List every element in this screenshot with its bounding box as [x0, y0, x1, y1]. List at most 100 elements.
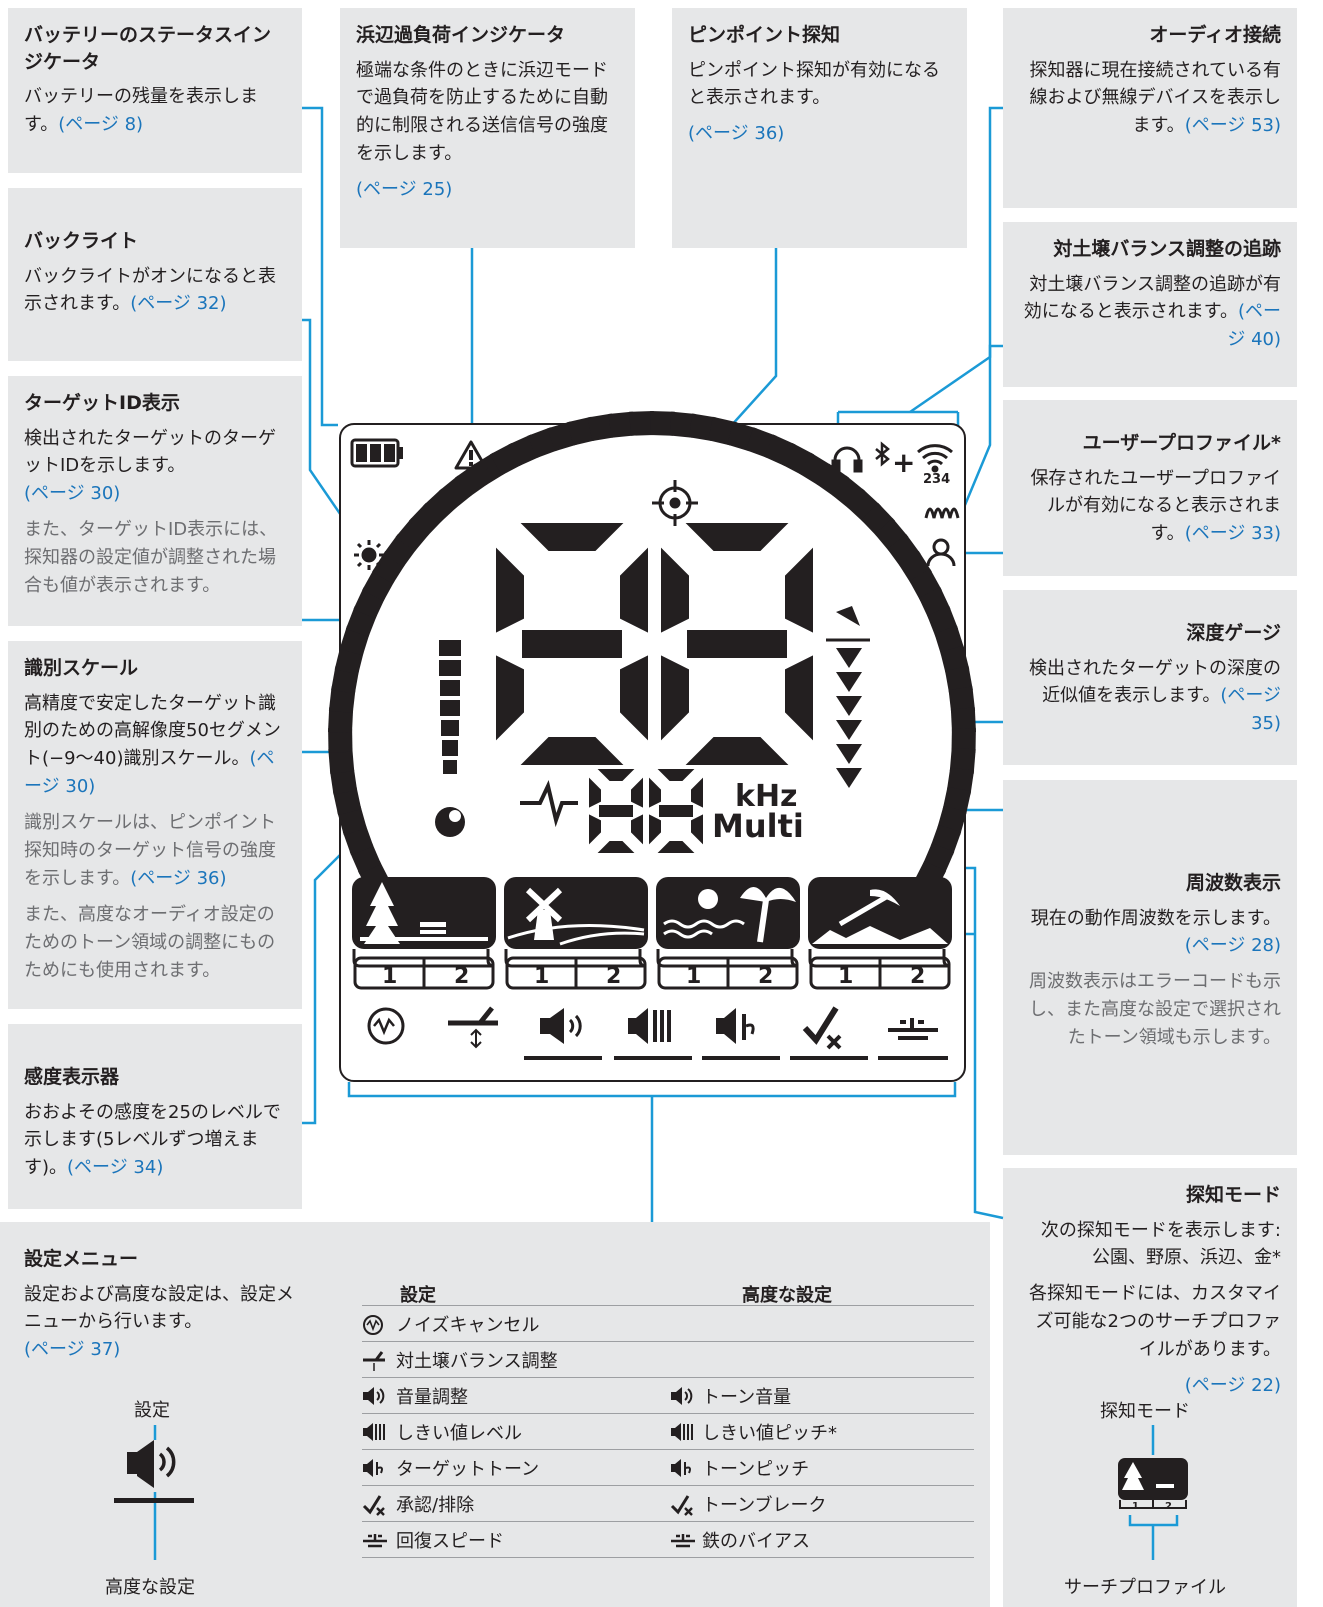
groundtrack-line [963, 344, 1003, 506]
backlight-text: バックライトがオンになると表示されます。 [24, 265, 276, 315]
setting-basic-label: 音量調整 [396, 1386, 468, 1408]
scale-sub1: 識別スケールは、ピンポイント探知時のターゲット信号の強度を示します。 [24, 812, 276, 889]
scale-title: 識別スケール [24, 657, 139, 679]
table-row: 承認/排除トーンブレーク [362, 1486, 974, 1522]
arc-segment [940, 645, 970, 675]
arc-segment [629, 411, 654, 436]
lcd-threshold-icon [614, 1008, 692, 1060]
profile-number: 2 [606, 964, 621, 989]
coil-icon [435, 807, 465, 837]
ground-balance-icon [362, 1350, 386, 1371]
frequency-link[interactable]: (ページ 28) [1184, 935, 1281, 957]
lcd-accept-reject-icon [790, 1006, 868, 1060]
volume-icon [670, 1386, 694, 1406]
setting-basic-label: ノイズキャンセル [396, 1314, 540, 1336]
battery-link[interactable]: (ページ 8) [58, 114, 144, 136]
userprofile-text: 保存されたユーザープロファイルが有効になると表示されます。 [1030, 467, 1281, 545]
frequency-sub: 周波数表示はエラーコードも示し、また高度な設定で選択されたトーン領域も示します。 [1029, 971, 1281, 1049]
ground-track-icon [924, 507, 960, 519]
pinpoint-callout: ピンポイント探知 ピンポイント探知が有効になると表示されます。 (ページ 36) [672, 8, 967, 248]
arc-segment [831, 475, 866, 510]
noise-cancel-icon [362, 1314, 386, 1335]
arc-segment [328, 728, 353, 753]
table-row: ターゲットトーントーンピッチ [362, 1450, 974, 1486]
target-id-digits [496, 523, 813, 765]
backlight-link[interactable]: (ページ 32) [130, 293, 227, 315]
battery-text: バッテリーの残量を表示します。 [24, 86, 258, 136]
sensitivity-callout: 感度表示器 おおよその感度を25のレベルで示します(5レベルずつ増えます)。(ペ… [8, 1024, 302, 1209]
targetid-text: 検出されたターゲットのターゲットIDを示します。 [24, 427, 276, 477]
arc-segment [948, 686, 976, 713]
setting-basic-label: 対土壌バランス調整 [396, 1350, 558, 1372]
menu-label-bottom: 高度な設定 [105, 1577, 195, 1598]
modes-mini-bottom: サーチプロファイル [1064, 1577, 1226, 1598]
modes-link[interactable]: (ページ 22) [1184, 1375, 1281, 1397]
backlight-callout: バックライト バックライトがオンになると表示されます。(ページ 32) [8, 188, 302, 361]
userprofile-link[interactable]: (ページ 33) [1184, 523, 1281, 545]
lcd-volume-icon [524, 1008, 602, 1060]
menu-panel: 設定メニュー 設定および高度な設定は、設定メニューから行います。 (ページ 37… [0, 1222, 990, 1607]
accept-reject-icon [362, 1494, 386, 1516]
groundtrack-text: 対土壌バランス調整の追跡が有効になると表示されます。 [1023, 273, 1281, 323]
menu-bracket [347, 1082, 957, 1222]
depth-callout: 深度ゲージ 検出されたターゲットの深度の近似値を表示します。(ページ 35) [1003, 590, 1297, 765]
depth-gauge [826, 606, 870, 788]
mode-panel-4[interactable] [808, 877, 952, 990]
backlight-line [302, 318, 360, 541]
bluetooth-icon [875, 441, 890, 467]
table-row: しきい値レベルしきい値ピッチ* [362, 1414, 974, 1450]
target-id-digit-2 [661, 523, 813, 765]
beach-text: 極端な条件のときに浜辺モードで過負荷を防止するために自動的に制限される送信信号の… [356, 59, 608, 165]
pinpoint-link[interactable]: (ページ 36) [688, 123, 785, 145]
depth-text: 検出されたターゲットの深度の近似値を表示します。 [1029, 657, 1281, 707]
arc-segment [567, 416, 596, 446]
frequency-callout: 周波数表示 現在の動作周波数を示します。(ページ 28) 周波数表示はエラーコー… [1003, 780, 1297, 1155]
warning-icon [454, 440, 488, 470]
modes-callout: 探知モード 次の探知モードを表示します: 公園、野原、浜辺、金* 各探知モードに… [1003, 1168, 1297, 1607]
sensitivity-link[interactable]: (ページ 34) [67, 1157, 164, 1179]
table-row: 音量調整トーン音量 [362, 1378, 974, 1414]
scale-sub1-link[interactable]: (ページ 36) [130, 867, 227, 889]
mode-artwork [360, 882, 948, 946]
table-row: ノイズキャンセル [362, 1306, 974, 1342]
groundtrack-callout: 対土壌バランス調整の追跡 対土壌バランス調整の追跡が有効になると表示されます。(… [1003, 222, 1297, 387]
frequency-digits [589, 769, 703, 853]
arc-segment [408, 502, 443, 537]
profile-number: 1 [534, 964, 549, 989]
setting-advanced-label: 鉄のバイアス [702, 1530, 810, 1552]
setting-advanced-label: しきい値ピッチ* [702, 1422, 837, 1444]
headphones-icon [831, 446, 863, 473]
lcd-target-tone-icon [702, 1008, 780, 1060]
frequency-digit-2 [649, 769, 703, 853]
mini-profile-1: 1 [1132, 1501, 1139, 1512]
battery-line [302, 106, 338, 427]
audio-line [909, 106, 1003, 414]
depth-link[interactable]: (ページ 35) [1220, 685, 1281, 735]
groundtrack-link[interactable]: (ページ 40) [1227, 301, 1281, 351]
targetid-sub: また、ターゲットID表示には、探知器の設定値が調整された場合も値が表示されます。 [24, 519, 278, 597]
settings-table: 設定 高度な設定 ノイズキャンセル対土壌バランス調整音量調整トーン音量しきい値レ… [362, 1283, 974, 1558]
menu-volume-icon [114, 1440, 194, 1503]
backlight-icon [354, 540, 384, 570]
arc-segment [329, 767, 358, 795]
menu-label-top: 設定 [134, 1400, 170, 1421]
targetid-callout: ターゲットID表示 検出されたターゲットのターゲットIDを示します。 (ページ … [8, 376, 302, 626]
sensitivity-arc [328, 411, 976, 893]
targetid-link[interactable]: (ページ 30) [24, 483, 121, 505]
pinpoint-text: ピンポイント探知が有効になると表示されます。 [688, 59, 940, 109]
setting-basic-label: 回復スピード [396, 1530, 504, 1552]
modes-text: 次の探知モードを表示します: 公園、野原、浜辺、金* [1040, 1219, 1281, 1269]
beach-link[interactable]: (ページ 25) [356, 179, 453, 201]
accept-reject-icon [670, 1494, 694, 1516]
audio-link[interactable]: (ページ 53) [1184, 115, 1281, 137]
arc-segment [946, 767, 975, 795]
modes-mini-lines [1128, 1425, 1179, 1560]
menu-link[interactable]: (ページ 37) [24, 1339, 121, 1361]
arc-segment [950, 707, 976, 733]
sensitivity-text: おおよその感度を25のレベルで示します(5レベルずつ増えます)。 [24, 1101, 281, 1179]
profile-number: 2 [758, 964, 773, 989]
audio-callout: オーディオ接続 探知器に現在接続されている有線および無線デバイスを表示します。(… [1003, 8, 1297, 208]
scale-link[interactable]: (ページ 30) [24, 748, 275, 798]
